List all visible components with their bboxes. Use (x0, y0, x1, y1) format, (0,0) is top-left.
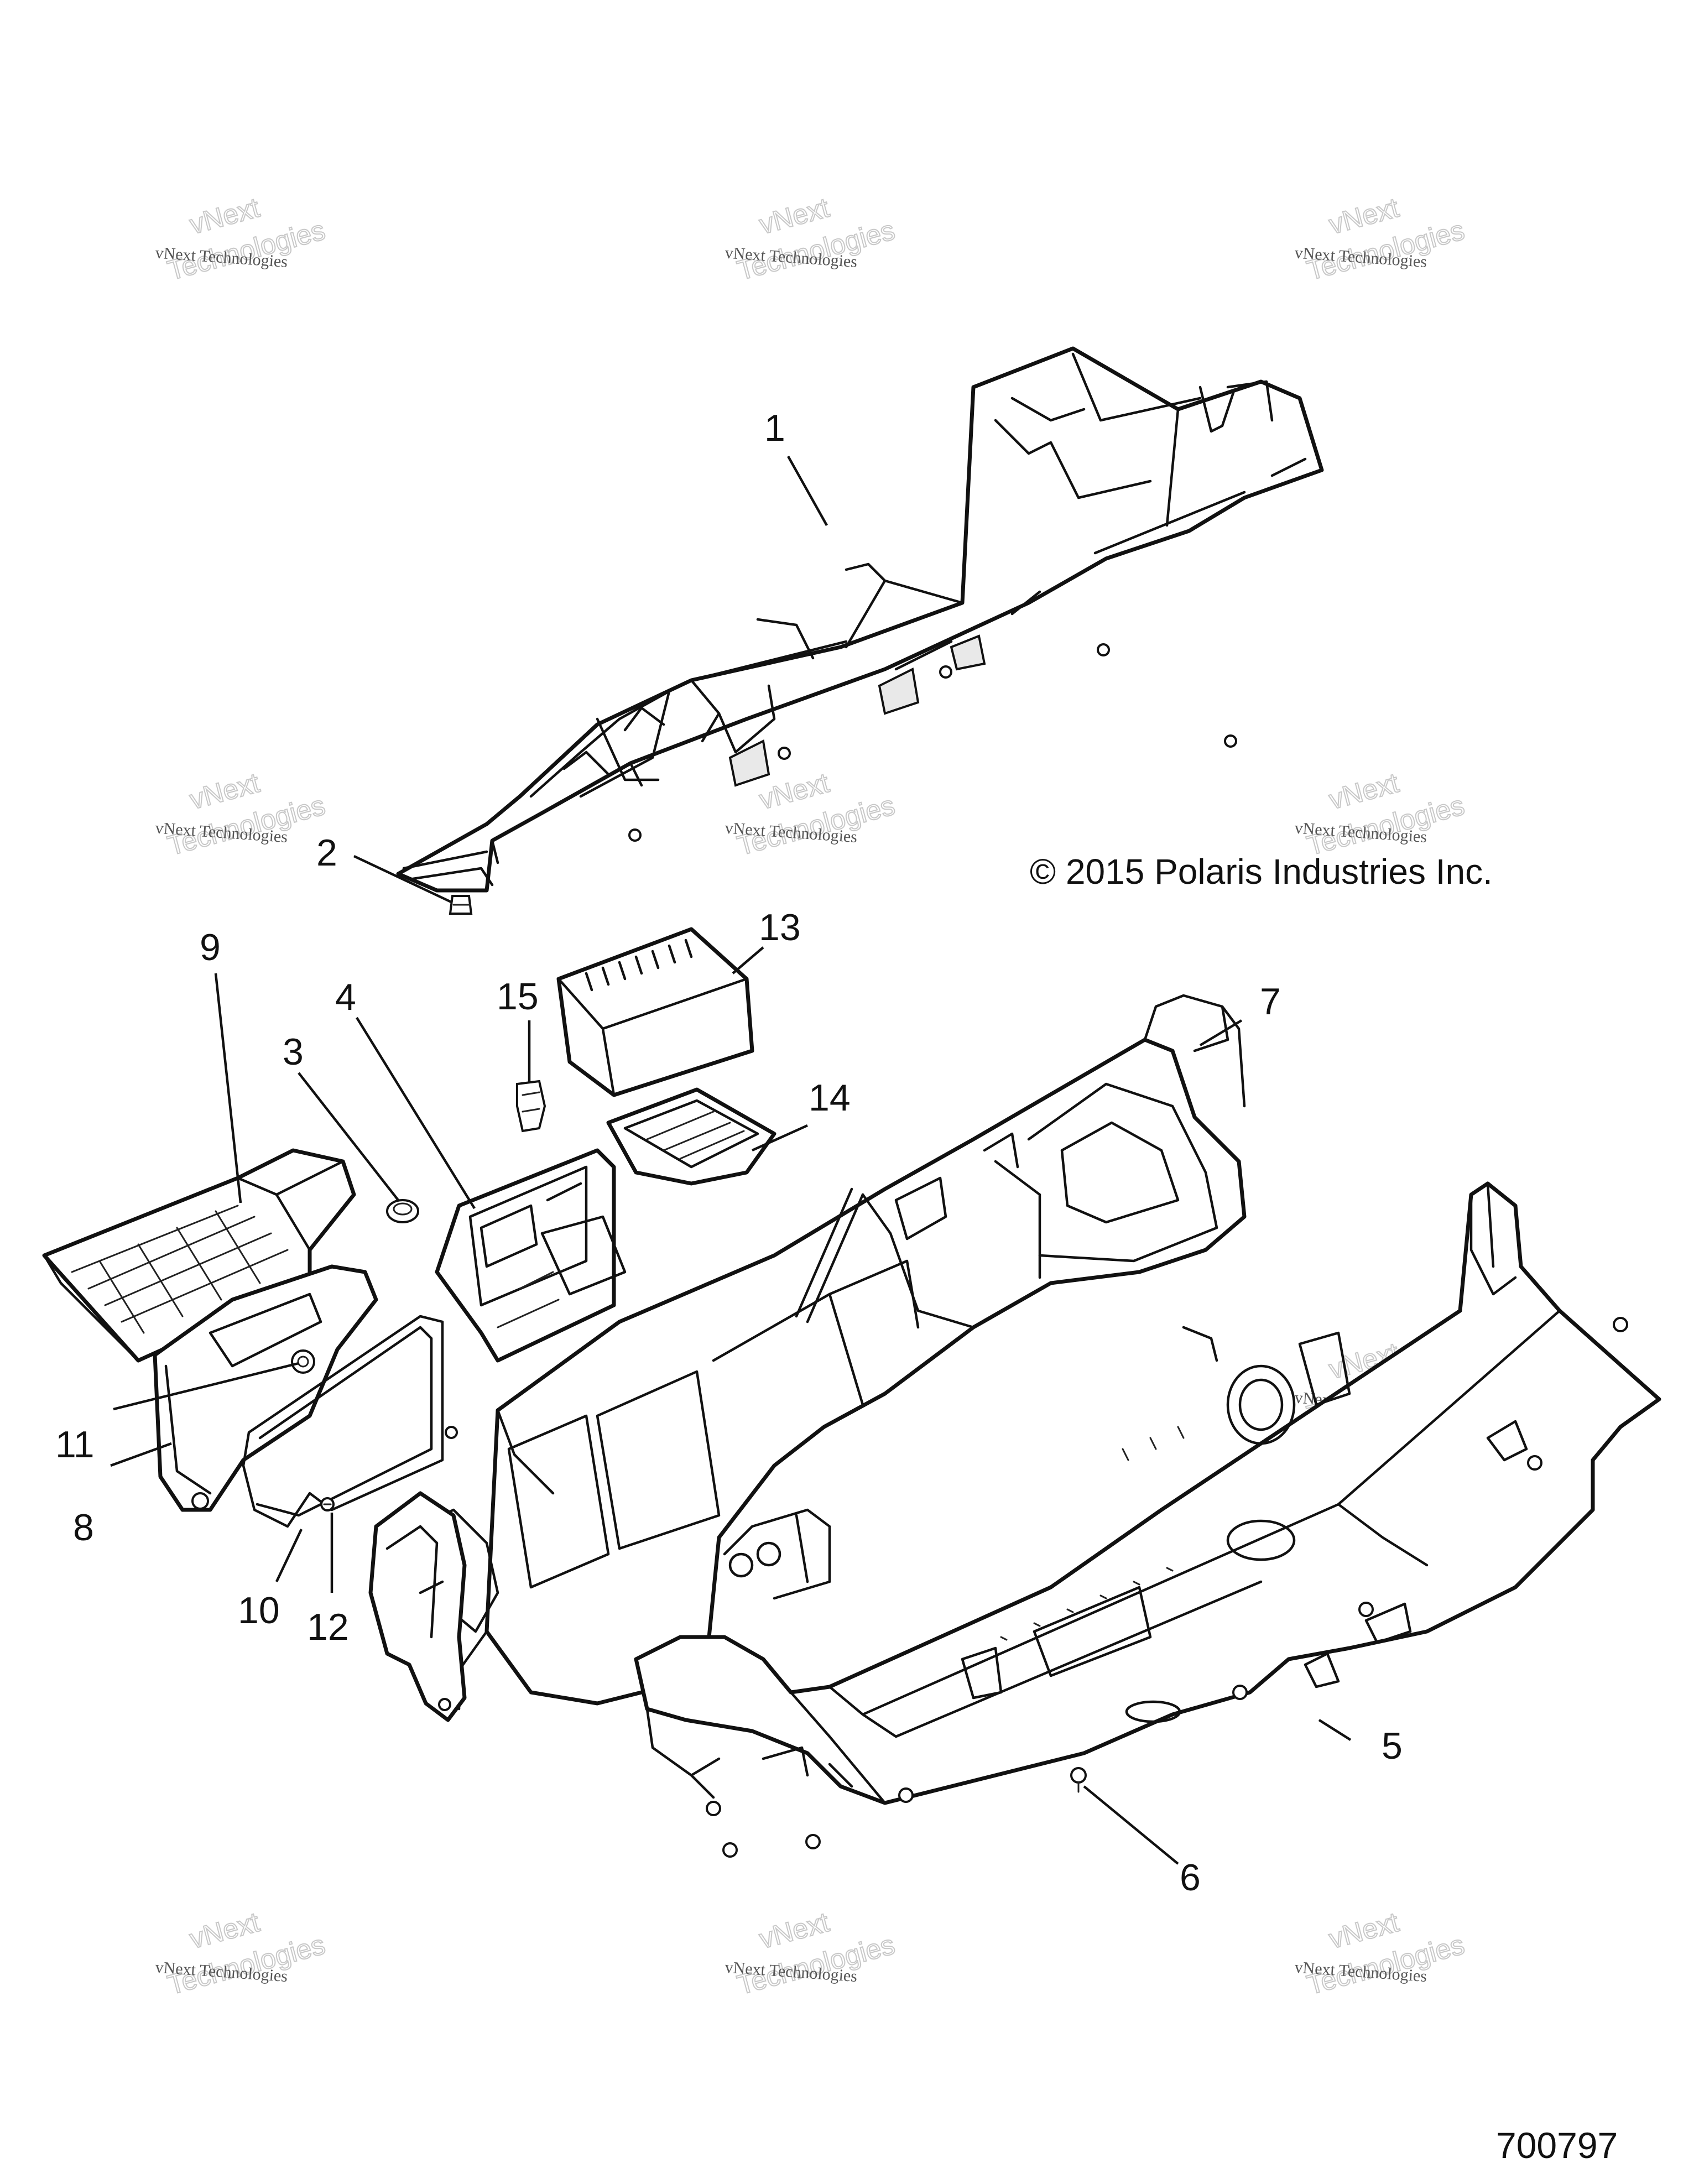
rivet (805, 1834, 821, 1849)
callout-15: 15 (497, 976, 539, 1018)
rivet (898, 1787, 914, 1803)
part-1-upper-dash-cover (396, 346, 1324, 893)
callout-5: 5 (1382, 1725, 1403, 1767)
part-12-screw (320, 1426, 458, 1511)
part-4-console-panel (435, 1148, 616, 1363)
rivet (939, 665, 952, 679)
rivet (778, 747, 791, 760)
part-15-connector (516, 1080, 546, 1133)
rivet (1232, 1685, 1248, 1700)
callout-14: 14 (809, 1077, 851, 1119)
rivet (1224, 734, 1237, 748)
part-13-storage-box (556, 927, 754, 1097)
callout-2: 2 (316, 832, 337, 874)
part-9-floor-liner (42, 1148, 356, 1363)
callout-3: 3 (283, 1031, 304, 1073)
callout-7: 7 (1260, 981, 1281, 1023)
rivet (1358, 1602, 1374, 1617)
part-6-push-rivets (628, 643, 1628, 1858)
document-number: 700797 (1496, 2125, 1618, 2166)
rivet (1070, 1767, 1087, 1793)
rivet (1527, 1455, 1542, 1471)
callout-12: 12 (307, 1606, 349, 1648)
part-3-grommet (386, 1199, 419, 1223)
rivet (706, 1801, 721, 1816)
callout-11: 11 (55, 1424, 95, 1466)
callout-9: 9 (200, 926, 221, 968)
callout-8: 8 (73, 1507, 94, 1549)
part-11-fastener (291, 1349, 315, 1374)
rivet (1097, 643, 1110, 656)
rivet (1613, 1317, 1628, 1332)
part-14-tray (606, 1087, 776, 1186)
rivet (628, 828, 642, 842)
callout-labels: 1 2 3 4 5 6 7 8 9 10 11 12 13 14 15 (55, 407, 1403, 1899)
rivet (722, 1842, 738, 1858)
part-2-clip (449, 895, 473, 915)
callout-6: 6 (1180, 1857, 1201, 1899)
copyright-notice: © 2015 Polaris Industries Inc. (1030, 852, 1493, 892)
part-5-lower-dash-panel (634, 1181, 1661, 1805)
callout-1: 1 (764, 407, 785, 449)
callout-10: 10 (238, 1589, 280, 1632)
lower-left-bracket (368, 1491, 467, 1722)
callout-4: 4 (335, 976, 356, 1018)
callout-13: 13 (759, 906, 801, 948)
leader-lines (110, 455, 1352, 1865)
